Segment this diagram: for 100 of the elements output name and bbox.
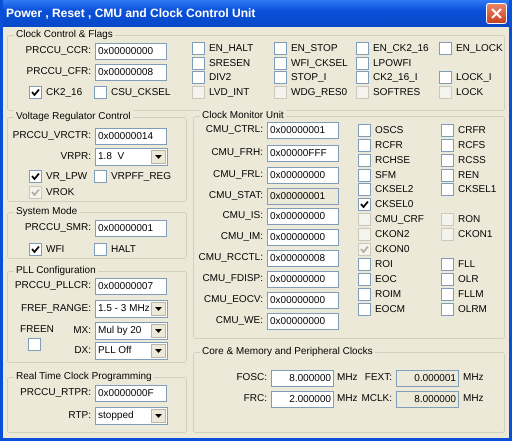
checkbox: CMU_CRF (358, 212, 424, 226)
group-heading: Core & Memory and Peripheral Clocks (200, 345, 375, 359)
field-label: CMU_FDISP: (202, 272, 263, 286)
dropdown: Mul by 20 (95, 322, 168, 340)
checkbox: ROI (358, 257, 393, 271)
window-title: Power , Reset , CMU and Clock Control Unit (6, 6, 256, 20)
checkbox: VROK (29, 185, 74, 199)
input-field: 0x00000000 (267, 167, 339, 184)
field-label: CMU_FRL: (212, 168, 263, 182)
field-label: CMU_STAT: (208, 189, 263, 203)
unit-label: MHz (337, 392, 358, 406)
checkbox: RON (441, 212, 480, 226)
checkbox: EN_LOCK (439, 41, 503, 55)
checkbox: CSU_CKSEL (94, 85, 170, 99)
group-heading: Real Time Clock Programming (14, 370, 154, 384)
checkbox: CK2_16 (29, 85, 82, 99)
input-field: 2.000000 (271, 391, 334, 408)
field-label: CMU_EOCV: (204, 293, 263, 307)
field-label: FRC: (244, 392, 267, 406)
field-label: CMU_RCCTL: (198, 251, 263, 265)
input-field: 0.000001 (396, 370, 459, 387)
field-label: FREEN (20, 323, 54, 337)
checkbox: LPOWFI (356, 56, 412, 70)
input-field: 0x00000FFF (267, 145, 339, 162)
checkbox: RCHSE (358, 153, 410, 167)
input-field: 0x00000000 (267, 208, 339, 225)
checkbox: DIV2 (192, 70, 232, 84)
dropdown: 1.5 - 3 MHz (95, 300, 168, 318)
checkbox: EN_HALT (192, 41, 254, 55)
checkbox: LVD_INT (192, 85, 250, 99)
input-field: 0x00000000 (267, 313, 339, 330)
checkbox: FLL (441, 257, 476, 271)
checkbox: EN_STOP (274, 41, 338, 55)
checkbox: CKON2 (358, 227, 410, 241)
checkbox: CRFR (441, 123, 486, 137)
field-label: PRCCU_CCR: (25, 44, 91, 58)
field-label: CMU_CTRL: (206, 123, 263, 137)
field-label: FREF_RANGE: (20, 302, 91, 316)
field-label: PRCCU_CFR: (26, 65, 91, 79)
checkbox: RCFS (441, 138, 486, 152)
input-field: 0x00000000 (267, 229, 339, 246)
unit-label: MHz (463, 371, 484, 385)
input-field: 0x00000007 (95, 278, 167, 295)
checkbox: RCSS (441, 153, 486, 167)
checkbox: VRPFF_REG (94, 169, 172, 183)
field-label: CMU_IS: (222, 209, 263, 223)
checkbox: HALT (94, 242, 136, 256)
input-field: 0x00000000 (95, 43, 167, 60)
input-field: 0x00000001 (267, 122, 339, 139)
checkbox: CKON1 (441, 227, 492, 241)
checkbox: EN_CK2_16 (356, 41, 429, 55)
input-field: 0x00000008 (267, 250, 339, 267)
checkbox: CKON0 (358, 242, 410, 256)
field-label: VRPR: (60, 150, 91, 164)
checkbox: CKSEL2 (358, 182, 414, 196)
checkbox: OSCS (358, 123, 404, 137)
checkbox: EOCM (358, 302, 405, 316)
dropdown: stopped (95, 407, 168, 425)
checkbox: WFI (29, 242, 64, 256)
input-field: 0x00000001 (95, 220, 167, 237)
field-label: DX: (74, 344, 91, 358)
group-heading: System Mode (14, 205, 80, 219)
field-label: CMU_FRH: (211, 146, 263, 160)
input-field: 0x00000008 (95, 64, 167, 81)
dropdown: PLL Off (95, 342, 168, 360)
group-heading: Clock Control & Flags (14, 28, 115, 42)
checkbox: SFM (358, 168, 396, 182)
group-heading: PLL Configuration (14, 264, 98, 278)
input-field: 0x00000001 (267, 188, 339, 205)
input-field: 8.000000 (271, 370, 334, 387)
dropdown: 1.8 V (95, 148, 168, 166)
checkbox: LOCK_I (439, 70, 492, 84)
field-label: PRCCU_PLLCR: (14, 279, 91, 293)
checkbox: EOC (358, 272, 397, 286)
input-field: 0x00000014 (95, 128, 167, 145)
checkbox: SRESEN (192, 56, 250, 70)
field-label: FEXT: (364, 371, 392, 385)
field-label: MCLK: (361, 392, 392, 406)
checkbox: CKSEL1 (441, 182, 496, 196)
checkbox: LOCK (439, 85, 484, 99)
checkbox: VR_LPW (29, 169, 88, 183)
field-label: PRCCU_SMR: (24, 221, 91, 235)
field-label: FOSC: (236, 371, 267, 385)
unit-label: MHz (337, 371, 358, 385)
checkbox: OLR (441, 272, 479, 286)
checkbox: FLLM (441, 287, 484, 301)
field-label: MX: (73, 324, 91, 338)
unit-label: MHz (463, 392, 484, 406)
checkbox: CKSEL0 (358, 197, 414, 211)
field-label: PRCCU_RTPR: (20, 386, 91, 400)
checkbox: SOFTRES (356, 85, 420, 99)
input-field: 8.000000 (396, 391, 459, 408)
checkbox: OLRM (441, 302, 487, 316)
field-label: CMU_IM: (220, 230, 263, 244)
field-label: RTP: (68, 409, 91, 423)
checkbox: RCFR (358, 138, 403, 152)
checkbox: ROIM (358, 287, 402, 301)
checkbox: WFI_CKSEL (274, 56, 348, 70)
input-field: 0x00000000 (267, 292, 339, 309)
input-field: 0x0000000F (95, 385, 167, 402)
